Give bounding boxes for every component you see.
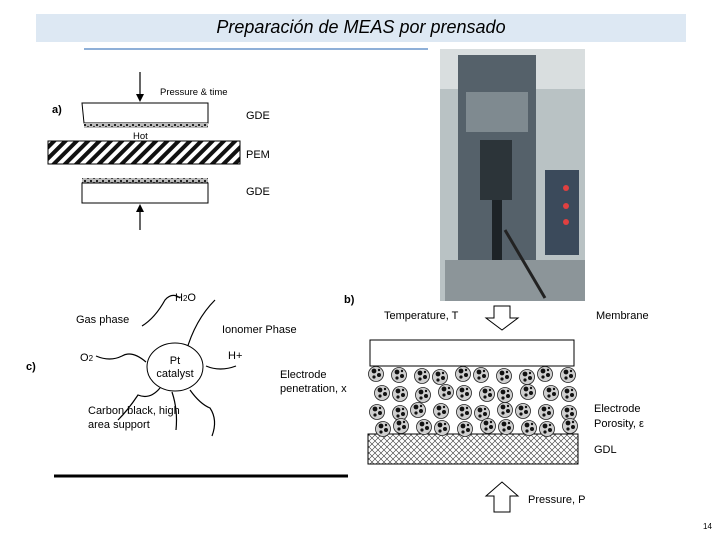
gdl-label: GDL (594, 444, 617, 456)
catalyst-particle (521, 420, 537, 436)
gas-phase-label: Gas phase (76, 314, 130, 326)
catalyst-particle (414, 368, 430, 384)
catalyst-particle (456, 385, 472, 401)
catalyst-particle (562, 418, 578, 434)
panel-c-tag: c) (26, 361, 36, 373)
catalyst-particle (497, 402, 513, 418)
page-number: 14 (703, 522, 712, 531)
press-photo (440, 49, 585, 301)
catalyst-particle (479, 386, 495, 402)
panel-a-tag: a) (52, 104, 62, 116)
panel-b-tag: b) (344, 294, 355, 306)
catalyst-particle (369, 404, 385, 420)
catalyst-particle (457, 421, 473, 437)
catalyst-particle (433, 403, 449, 419)
pressure-time-label: Pressure & time (160, 87, 228, 98)
catalyst-particle (480, 418, 496, 434)
slide-title: Preparación de MEAS por prensado (216, 17, 506, 37)
catalyst-particle (498, 419, 514, 435)
catalyst-particle (496, 368, 512, 384)
catalyst-particle (432, 369, 448, 385)
catalyst-particle (456, 404, 472, 420)
catalyst-particle (438, 384, 454, 400)
catalyst-particle (415, 387, 431, 403)
catalyst-particle (374, 385, 390, 401)
h-plus-label: H+ (228, 350, 243, 362)
title-bar (36, 14, 686, 42)
catalyst-particle (537, 366, 553, 382)
gde-bottom-label: GDE (246, 186, 270, 198)
catalyst-particle (375, 421, 391, 437)
catalyst-particle (434, 420, 450, 436)
catalyst-particle (416, 419, 432, 435)
catalyst-particle (520, 384, 536, 400)
catalyst-particle (538, 404, 554, 420)
press-schematic (47, 72, 241, 230)
pt-catalyst-circle (146, 342, 204, 392)
title-underline (84, 48, 428, 50)
catalyst-particle (515, 403, 531, 419)
membrane-label: Membrane (596, 310, 649, 322)
temperature-label: Temperature, T (384, 310, 459, 322)
gde-top-label: GDE (246, 110, 270, 122)
catalyst-particle (410, 402, 426, 418)
catalyst-particle (391, 367, 407, 383)
catalyst-particle (455, 366, 471, 382)
catalyst-particle (519, 369, 535, 385)
catalyst-particle (393, 418, 409, 434)
hot-label: Hot (133, 131, 148, 142)
catalyst-particle (560, 367, 576, 383)
pressure-arrow (484, 481, 520, 513)
catalyst-particle (473, 367, 489, 383)
ionomer-phase-label: Ionomer Phase (222, 324, 297, 336)
catalyst-particle (368, 366, 384, 382)
gdl-layer (367, 433, 579, 465)
catalyst-particle (497, 387, 513, 403)
temperature-arrow (484, 305, 520, 331)
catalyst-layer-particles (368, 366, 578, 437)
catalyst-particle (543, 385, 559, 401)
catalyst-particle (392, 386, 408, 402)
membrane-layer (369, 339, 575, 367)
catalyst-particle (539, 421, 555, 437)
catalyst-particle (561, 386, 577, 402)
o2-label: O2 (80, 352, 94, 364)
pressure-label: Pressure, P (528, 494, 586, 506)
pem-label: PEM (246, 149, 270, 161)
h2o-label: H2O (175, 292, 196, 304)
